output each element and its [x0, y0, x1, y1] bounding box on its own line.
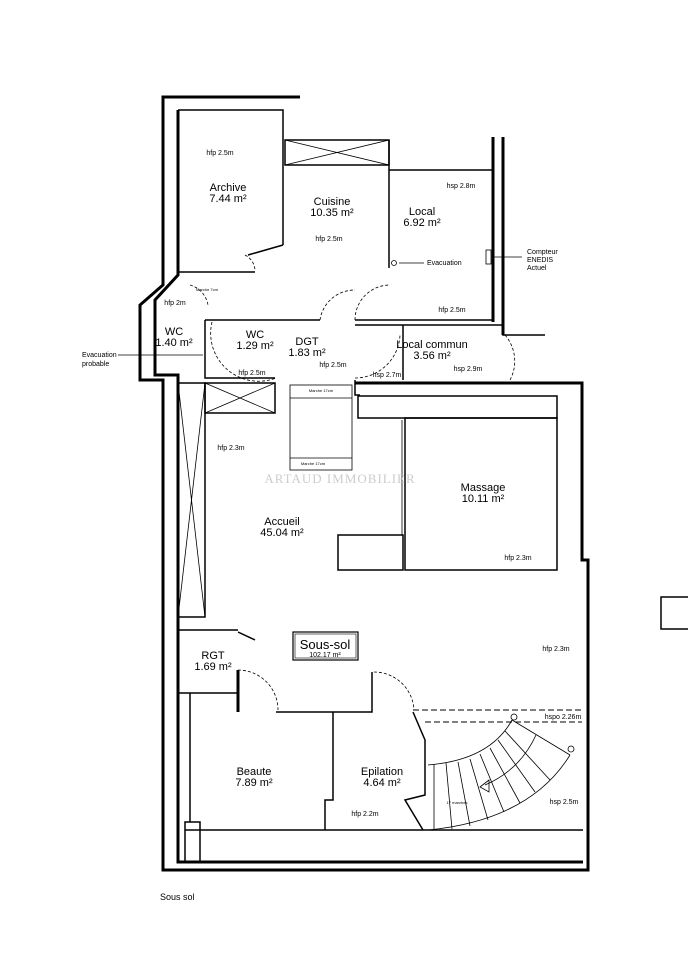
room-area: 7.89 m² — [235, 777, 273, 789]
outer-walls — [138, 95, 590, 872]
room-epilation: Epilation 4.64 m² hfp 2.2m — [351, 766, 403, 818]
room-name: WC — [246, 329, 264, 341]
room-height: hfp 2.2m — [351, 811, 378, 818]
hsp-label: hsp 2.5m — [550, 799, 579, 806]
step-label: Marche 7cm — [196, 287, 219, 292]
plan-caption: Sous sol — [160, 892, 195, 902]
room-beaute: Beaute 7.89 m² — [235, 766, 273, 789]
watermark: ARTAUD IMMOBILIER — [264, 471, 415, 486]
room-height: hsp 2.9m — [454, 366, 483, 373]
plan-total-area: 102.17 m² — [309, 652, 341, 659]
step-label: Marche 17cm — [301, 461, 326, 466]
room-height: hfp 2m — [164, 300, 186, 307]
room-height: hfp 2.3m — [542, 646, 569, 653]
room-name: Epilation — [361, 766, 403, 778]
room-height: hfp 2.3m — [504, 555, 531, 562]
compteur-label: ENEDIS — [527, 257, 553, 264]
room-height: hfp 2.5m — [238, 370, 265, 377]
room-accueil: Accueil 45.04 m² hfp 2.3m hfp 2.3m — [217, 445, 569, 653]
compteur-label: Actuel — [527, 265, 547, 272]
room-height: hfp 2.5m — [206, 150, 233, 157]
room-area: 4.64 m² — [363, 777, 401, 789]
room-name: Massage — [461, 482, 506, 494]
room-name: Local commun — [396, 339, 468, 351]
room-wc-2: WC 1.29 m² hfp 2.5m — [236, 329, 274, 377]
room-height: hfp 2.5m — [438, 307, 465, 314]
evacuation-probable-label: Evacuation — [82, 352, 117, 359]
room-area: 10.35 m² — [310, 207, 354, 219]
room-height: hsp 2.7m — [373, 372, 402, 379]
plan-title: Sous-sol — [300, 637, 351, 652]
room-name: Accueil — [264, 516, 299, 528]
room-area: 7.44 m² — [209, 193, 247, 205]
room-area: 1.40 m² — [155, 337, 193, 349]
room-height: hfp 2.5m — [319, 362, 346, 369]
evacuation-label: Evacuation — [427, 260, 462, 267]
room-dgt: DGT 1.83 m² hfp 2.5m — [288, 336, 346, 369]
room-area: 6.92 m² — [403, 217, 441, 229]
room-area: 1.83 m² — [288, 347, 326, 359]
interior-walls — [118, 109, 688, 863]
room-local-commun: Local commun 3.56 m² hsp 2.9m hsp 2.7m — [373, 339, 483, 379]
room-name: DGT — [295, 336, 319, 348]
room-name: Cuisine — [314, 196, 351, 208]
room-name: Local — [409, 206, 435, 218]
hspo-label: hspo 2.26m — [545, 714, 582, 721]
room-area: 1.69 m² — [194, 661, 232, 673]
room-rgt: RGT 1.69 m² — [194, 650, 232, 673]
room-name: Beaute — [237, 766, 272, 778]
room-area: 45.04 m² — [260, 527, 304, 539]
room-area: 3.56 m² — [413, 350, 451, 362]
room-area: 10.11 m² — [462, 493, 505, 505]
room-height: hfp 2.5m — [315, 236, 342, 243]
compteur-label: Compteur — [527, 249, 558, 256]
room-height: hsp 2.8m — [447, 183, 476, 190]
room-name: RGT — [201, 650, 225, 662]
evacuation-probable-label: probable — [82, 361, 109, 368]
room-archive: Archive 7.44 m² hfp 2.5m — [206, 150, 247, 205]
plan-title-box: Sous-sol 102.17 m² — [292, 631, 359, 661]
room-local: Local 6.92 m² hsp 2.8m hfp 2.5m — [403, 183, 475, 314]
room-massage: Massage 10.11 m² hfp 2.3m — [461, 482, 532, 562]
room-height: hfp 2.3m — [217, 445, 244, 452]
room-cuisine: Cuisine 10.35 m² hfp 2.5m — [310, 196, 354, 243]
room-name: Archive — [210, 182, 247, 194]
room-wc-1: WC 1.40 m² hfp 2m — [155, 300, 193, 349]
room-name: WC — [165, 326, 183, 338]
room-area: 1.29 m² — [236, 340, 274, 352]
step-label: Marche 17cm — [309, 388, 334, 393]
stairs-label: 17 marches — [447, 800, 468, 805]
